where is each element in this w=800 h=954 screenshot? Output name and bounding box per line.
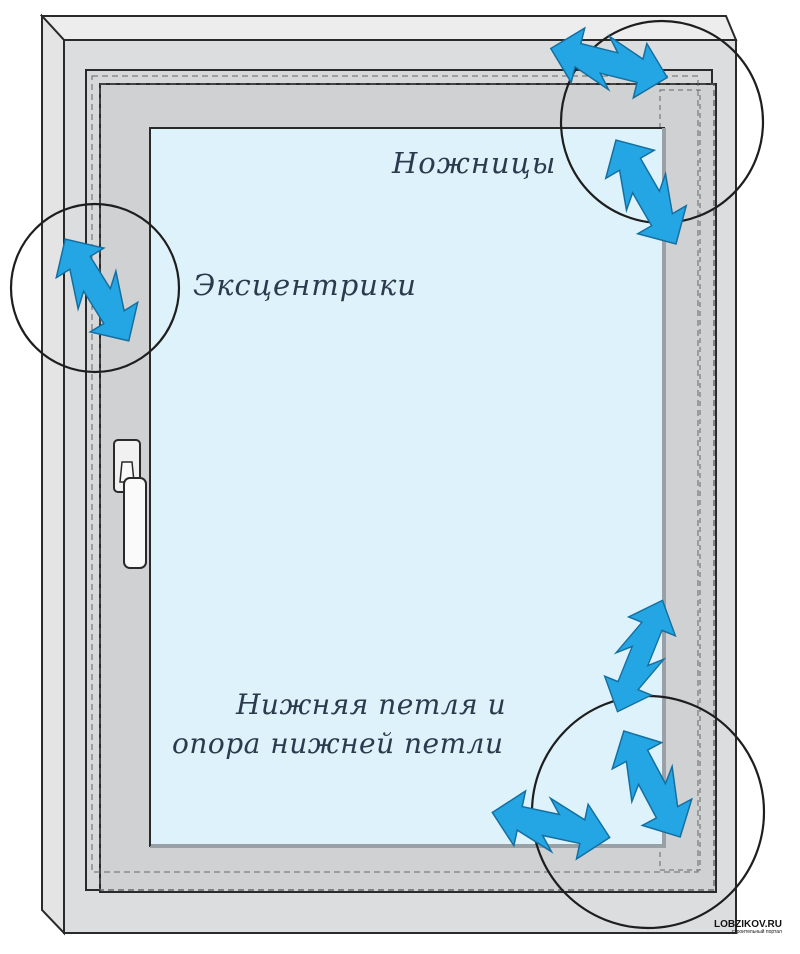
scissors-label: Ножницы <box>392 146 557 180</box>
watermark-site: LOBZIKOV.RU <box>714 919 782 930</box>
glass-pane <box>149 127 666 848</box>
bottom-hinge-label-line2: опора нижней петли <box>172 727 504 760</box>
bottom-hinge-label-line1: Нижняя петля и <box>236 688 507 721</box>
eccentrics-label: Эксцентрики <box>193 268 417 302</box>
watermark-subtitle: строительный портал <box>731 929 782 935</box>
window-handle <box>113 439 147 569</box>
watermark: LOBZIKOV.RU строительный портал <box>714 920 782 935</box>
eccentrics-callout-circle <box>9 202 181 374</box>
